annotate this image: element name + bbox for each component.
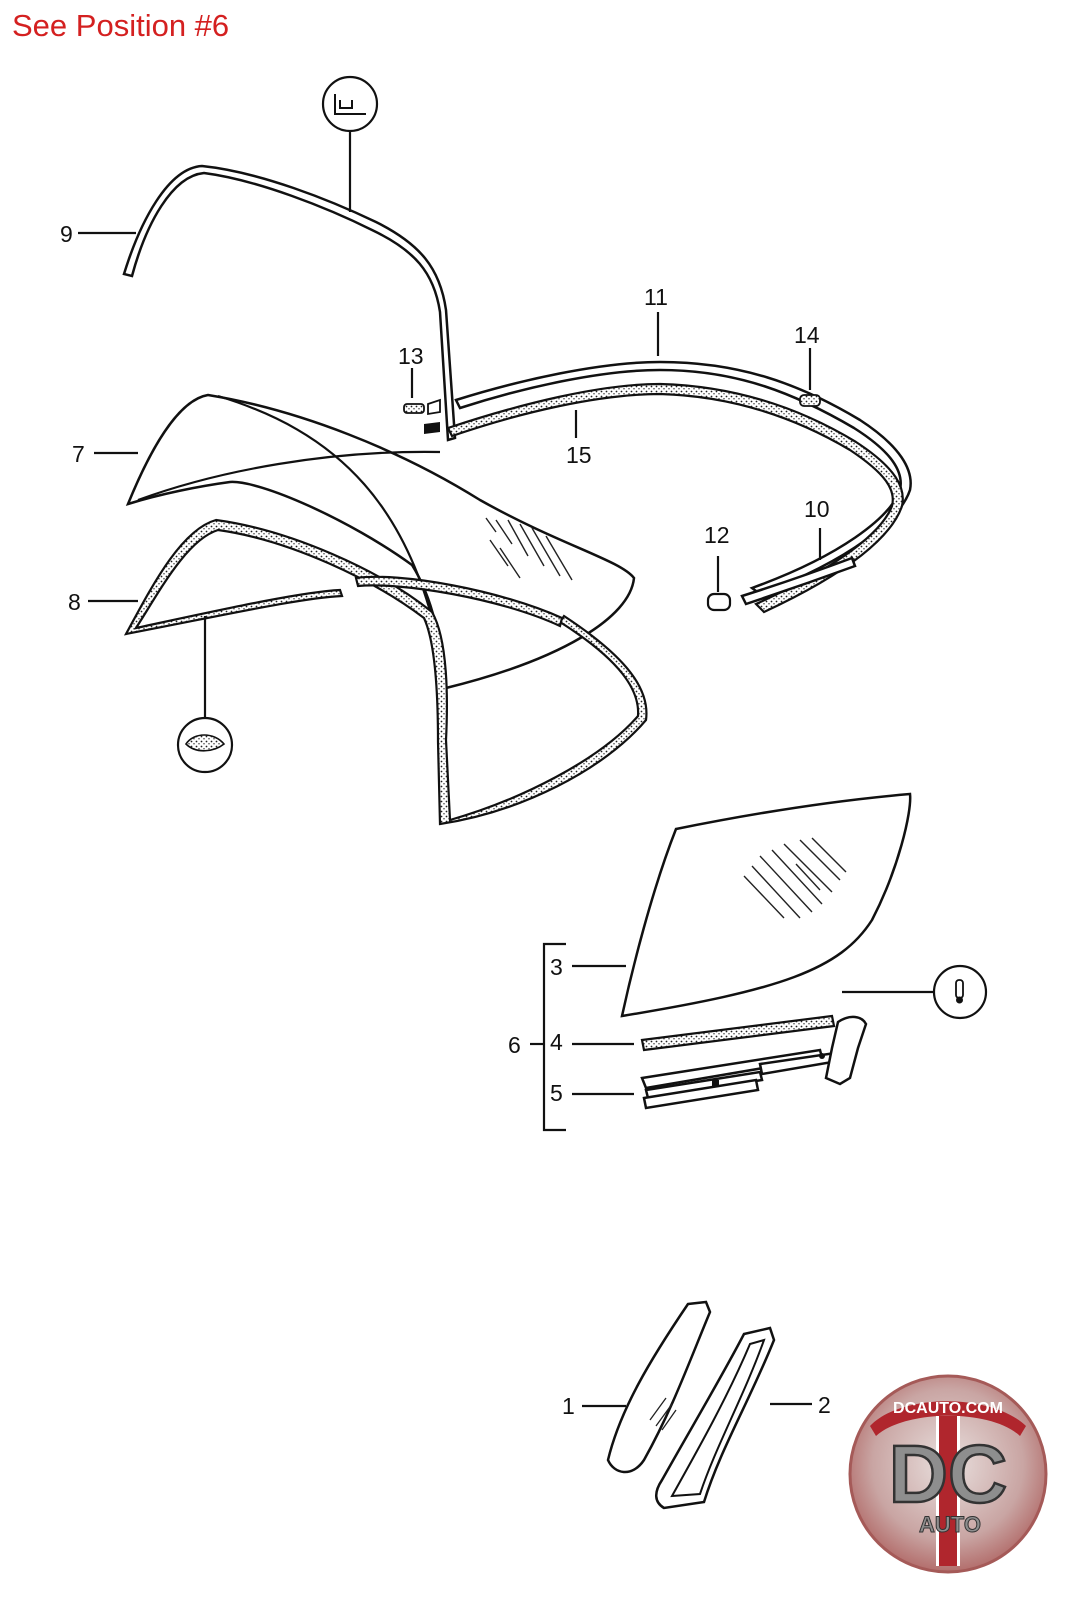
callout-4: 4 xyxy=(550,1029,563,1055)
part-12-end-cap xyxy=(706,556,732,612)
callout-3: 3 xyxy=(550,954,563,980)
callout-1: 1 xyxy=(562,1393,575,1419)
profile-section-icon-top xyxy=(321,75,379,212)
callout-14: 14 xyxy=(794,322,820,348)
group-6-bracket xyxy=(530,942,566,1132)
part-13-clip xyxy=(403,368,441,434)
callout-12: 12 xyxy=(704,522,730,548)
callout-15: 15 xyxy=(566,442,592,468)
part-1-quarter-glass xyxy=(606,1300,712,1474)
logo-bottom-text: AUTO xyxy=(919,1512,981,1537)
part-10-rail-end xyxy=(740,528,857,606)
part-11-roof-rail xyxy=(454,360,912,596)
temperature-icon xyxy=(932,964,988,1020)
callout-6: 6 xyxy=(508,1032,521,1058)
callout-13: 13 xyxy=(398,343,424,369)
part-3-side-glass xyxy=(620,792,912,1018)
part-14-clip xyxy=(799,348,821,407)
part-8-window-seal xyxy=(123,518,648,826)
dcauto-logo: DCAUTO.COM DC AUTO xyxy=(848,1374,1048,1574)
callout-11: 11 xyxy=(644,284,668,310)
callout-2: 2 xyxy=(818,1392,831,1418)
logo-top-text: DCAUTO.COM xyxy=(893,1400,1003,1417)
callout-7: 7 xyxy=(72,441,85,467)
part-9-arch-trim xyxy=(122,164,457,442)
logo-main-text: DC xyxy=(889,1429,1007,1520)
part-4-seal-strip xyxy=(640,1014,836,1052)
header-note: See Position #6 xyxy=(12,8,230,43)
part-7-rear-glass xyxy=(125,393,636,690)
profile-section-icon-bottom xyxy=(176,616,234,774)
callout-5: 5 xyxy=(550,1080,563,1106)
callout-9: 9 xyxy=(60,221,73,247)
callout-8: 8 xyxy=(68,589,81,615)
callout-10: 10 xyxy=(804,496,830,522)
part-15-rail-seal xyxy=(446,382,904,614)
part-5-guide-rail xyxy=(640,1015,868,1110)
part-2-quarter-seal xyxy=(655,1326,776,1510)
